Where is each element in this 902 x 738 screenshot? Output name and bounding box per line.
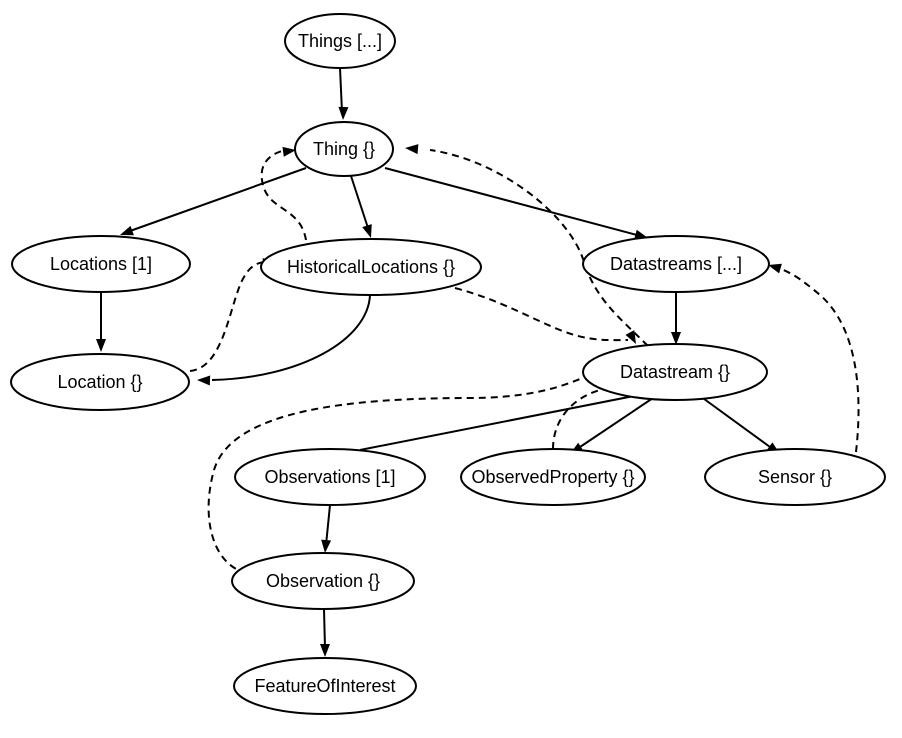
edge-historicallocations-to-datastream [454,287,636,344]
node-things[interactable]: Things [...] [284,13,396,69]
node-thing[interactable]: Thing {} [294,121,394,177]
arrowhead-icon [321,539,332,553]
node-datastream[interactable]: Datastream {} [582,343,768,401]
node-label-datastream: Datastream {} [620,362,730,382]
edge-things-to-thing [338,67,349,120]
node-label-sensor: Sensor {} [758,467,832,487]
edge-line-dashed [189,261,267,372]
edge-thing-to-locations [120,167,307,236]
node-label-observation: Observation {} [266,571,380,591]
edge-datastream-to-observations [348,393,645,460]
edge-line-dashed [454,287,629,342]
arrowhead-icon [768,263,782,274]
node-observations[interactable]: Observations [1] [234,448,426,506]
node-datastreams[interactable]: Datastreams [...] [582,235,770,293]
node-observedproperty[interactable]: ObservedProperty {} [460,448,646,506]
edge-line-solid [325,504,331,546]
edge-historicallocations-to-location [197,294,371,386]
edge-thing-to-historicallocations [350,175,372,238]
arrowhead-icon [405,144,419,155]
edge-line-solid [384,167,638,236]
edge-datastreams-to-datastream [671,292,681,345]
arrowhead-icon [625,330,636,344]
edge-line-solid [323,608,326,649]
node-ellipse-observation[interactable] [231,552,415,610]
arrowhead-icon [120,225,134,236]
edge-line-solid [359,393,645,451]
node-label-observations: Observations [1] [264,467,395,487]
edge-line-solid [129,167,307,232]
edge-line-dashed [429,149,649,347]
node-label-historicallocations: HistoricalLocations {} [287,257,455,277]
edge-line-solid [339,67,343,113]
node-ellipse-location[interactable] [10,353,190,411]
edge-line-dashed [207,363,609,574]
node-location[interactable]: Location {} [10,353,190,411]
arrowhead-icon [96,339,106,352]
node-ellipse-observedproperty[interactable] [460,448,646,506]
node-ellipse-featureofinterest[interactable] [233,657,417,715]
arrowhead-icon [338,106,349,120]
node-ellipse-locations[interactable] [11,235,191,293]
edge-observation-to-featureofinterest [320,608,330,657]
node-label-location: Location {} [57,372,142,392]
arrowhead-icon [320,644,330,657]
node-sensor[interactable]: Sensor {} [704,448,886,506]
node-featureofinterest[interactable]: FeatureOfInterest [233,657,417,715]
edge-line-solid [699,395,771,448]
edge-line-solid [579,395,657,448]
node-label-datastreams: Datastreams [...] [610,254,742,274]
node-label-thing: Thing {} [313,139,375,159]
node-ellipse-thing[interactable] [294,121,394,177]
edge-line-dashed [777,267,860,453]
node-label-things: Things [...] [298,31,382,51]
node-locations[interactable]: Locations [1] [11,235,191,293]
node-ellipse-sensor[interactable] [704,448,886,506]
node-historicallocations[interactable]: HistoricalLocations {} [260,238,482,296]
node-label-featureofinterest: FeatureOfInterest [254,676,395,696]
arrowhead-icon [362,224,372,238]
node-label-observedproperty: ObservedProperty {} [471,467,634,487]
edge-datastream-to-thing [405,144,649,347]
edge-datastream-to-sensor [699,395,780,454]
node-ellipse-historicallocations[interactable] [260,238,482,296]
edge-line-solid [211,294,371,381]
edge-sensor-to-datastreams [768,263,860,453]
arrowhead-icon [197,375,211,386]
edge-thing-to-datastreams [384,167,648,240]
edge-line-solid [350,175,369,229]
nodes-layer: Things [...] Thing {} Locations [1] Histori… [10,13,886,715]
node-ellipse-datastreams[interactable] [582,235,770,293]
node-ellipse-things[interactable] [284,13,396,69]
edge-locations-to-location [96,292,106,352]
node-observation[interactable]: Observation {} [231,552,415,610]
node-label-locations: Locations [1] [50,254,152,274]
edge-historicallocations-to-thing [260,146,307,241]
edge-datastream-to-observedproperty [570,395,657,454]
node-ellipse-datastream[interactable] [582,343,768,401]
arrowhead-icon [671,332,681,345]
edge-line-dashed [260,149,307,241]
edge-observations-to-observation [321,504,332,553]
node-ellipse-observations[interactable] [234,448,426,506]
arrowhead-icon [282,146,296,157]
